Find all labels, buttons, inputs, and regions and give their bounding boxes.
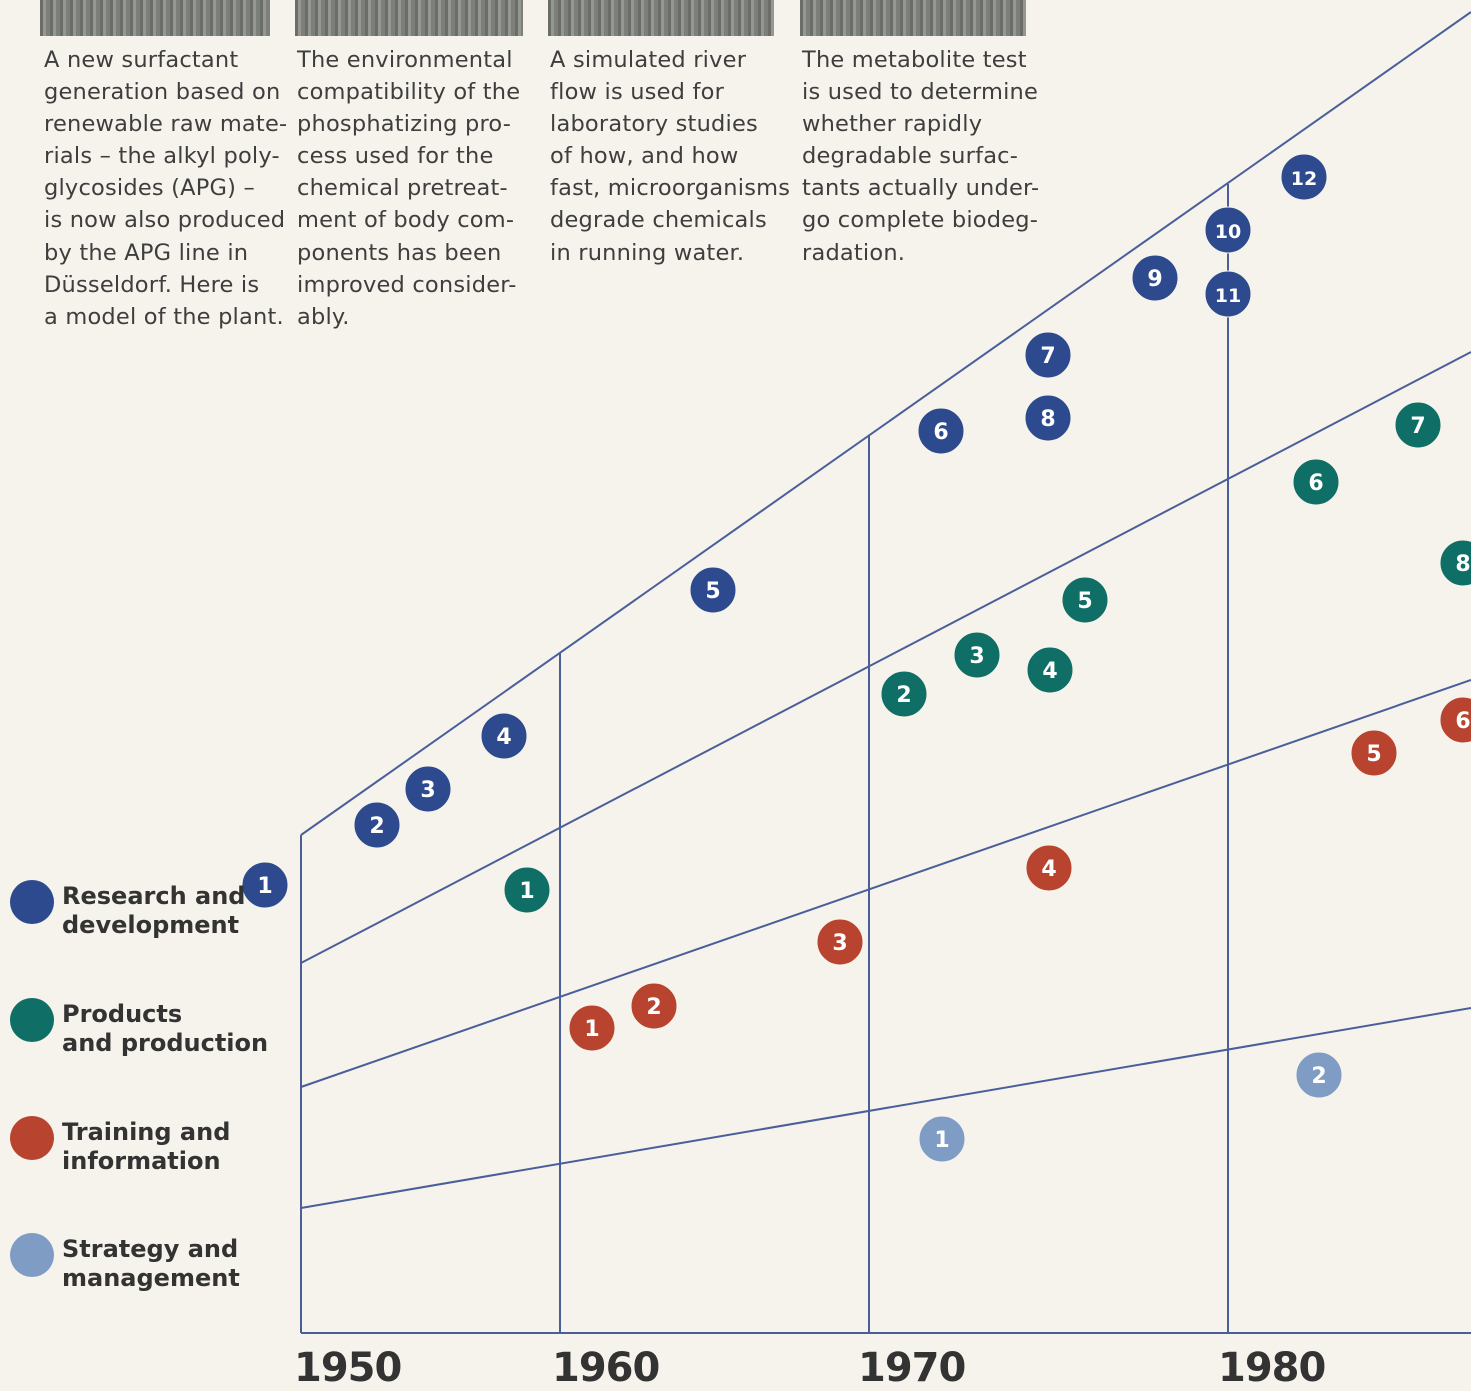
products-marker-label-7: 7 [1410,414,1425,439]
strategy-marker-label-1: 1 [934,1128,949,1153]
strategy-marker-label-2: 2 [1311,1064,1326,1089]
products-marker-3 [953,631,1001,679]
research-marker-label-1: 1 [257,874,272,899]
training-marker-5 [1350,729,1398,777]
products-marker-7 [1394,401,1442,449]
training-marker-label-2: 2 [646,995,661,1020]
caption-phosphatizing: The environmental compatibility of the p… [297,47,521,330]
training-marker-1 [568,1004,616,1052]
products-marker-label-5: 5 [1077,589,1092,614]
legend-strategy-swatch [10,1233,54,1277]
training-marker-label-3: 3 [832,931,847,956]
research-marker-10 [1204,206,1252,254]
products-marker-8 [1439,539,1471,587]
products-marker-label-1: 1 [519,879,534,904]
year-label-1950: 1950 [294,1345,402,1391]
training-marker-6 [1439,696,1471,744]
research-marker-label-8: 8 [1040,407,1055,432]
legend-research-swatch [10,880,54,924]
research-marker-8 [1024,394,1072,442]
growth-line-training [300,679,1471,1088]
products-marker-label-3: 3 [969,644,984,669]
products-marker-1 [503,866,551,914]
research-marker-label-11: 11 [1215,285,1241,307]
research-marker-4 [480,712,528,760]
training-marker-label-1: 1 [584,1017,599,1042]
research-marker-2 [353,801,401,849]
research-marker-12 [1280,153,1328,201]
training-marker-label-6: 6 [1455,709,1470,734]
caption-metabolite: The metabolite test is used to determine… [802,47,1040,266]
research-marker-5 [689,566,737,614]
year-label-1970: 1970 [858,1345,966,1391]
products-marker-label-2: 2 [896,683,911,708]
research-marker-label-7: 7 [1040,344,1055,369]
caption-apg: A new surfactant generation based on ren… [44,47,288,330]
legend-products-label: Products and production [62,1000,269,1057]
photo-phosphatizing [295,0,523,36]
legend-research-label: Research and development [62,882,246,939]
research-marker-label-6: 6 [933,420,948,445]
strategy-marker-2 [1295,1051,1343,1099]
strategy-marker-1 [918,1115,966,1163]
growth-line-products [300,351,1471,964]
legend-strategy-label: Strategy and management [62,1235,240,1292]
growth-line-research [300,11,1471,836]
products-marker-2 [880,670,928,718]
research-marker-label-4: 4 [496,725,511,750]
legend-products-swatch [10,998,54,1042]
products-marker-5 [1061,576,1109,624]
research-marker-label-3: 3 [420,778,435,803]
research-marker-3 [404,765,452,813]
products-marker-label-6: 6 [1308,471,1323,496]
legend-training-label: Training and information [62,1118,231,1175]
photo-river-simulation [548,0,774,36]
products-marker-label-8: 8 [1455,552,1470,577]
photo-metabolite-test [800,0,1026,36]
year-label-1980: 1980 [1218,1345,1326,1391]
growth-line-strategy [300,1007,1471,1209]
legend-training-swatch [10,1116,54,1160]
research-marker-11 [1204,270,1252,318]
training-marker-label-4: 4 [1041,857,1056,882]
research-marker-7 [1024,331,1072,379]
research-marker-9 [1131,254,1179,302]
products-marker-4 [1026,646,1074,694]
research-marker-label-2: 2 [369,814,384,839]
caption-river: A simulated river flow is used for labor… [550,47,791,266]
products-marker-6 [1292,458,1340,506]
research-marker-label-9: 9 [1147,267,1162,292]
research-marker-label-5: 5 [705,579,720,604]
research-marker-label-12: 12 [1291,168,1317,190]
year-label-1960: 1960 [552,1345,660,1391]
training-marker-2 [630,982,678,1030]
research-marker-label-10: 10 [1215,221,1241,243]
photo-apg-plant [40,0,270,36]
training-marker-label-5: 5 [1366,742,1381,767]
training-marker-3 [816,918,864,966]
research-marker-1 [241,861,289,909]
research-marker-6 [917,407,965,455]
training-marker-4 [1025,844,1073,892]
products-marker-label-4: 4 [1042,659,1057,684]
